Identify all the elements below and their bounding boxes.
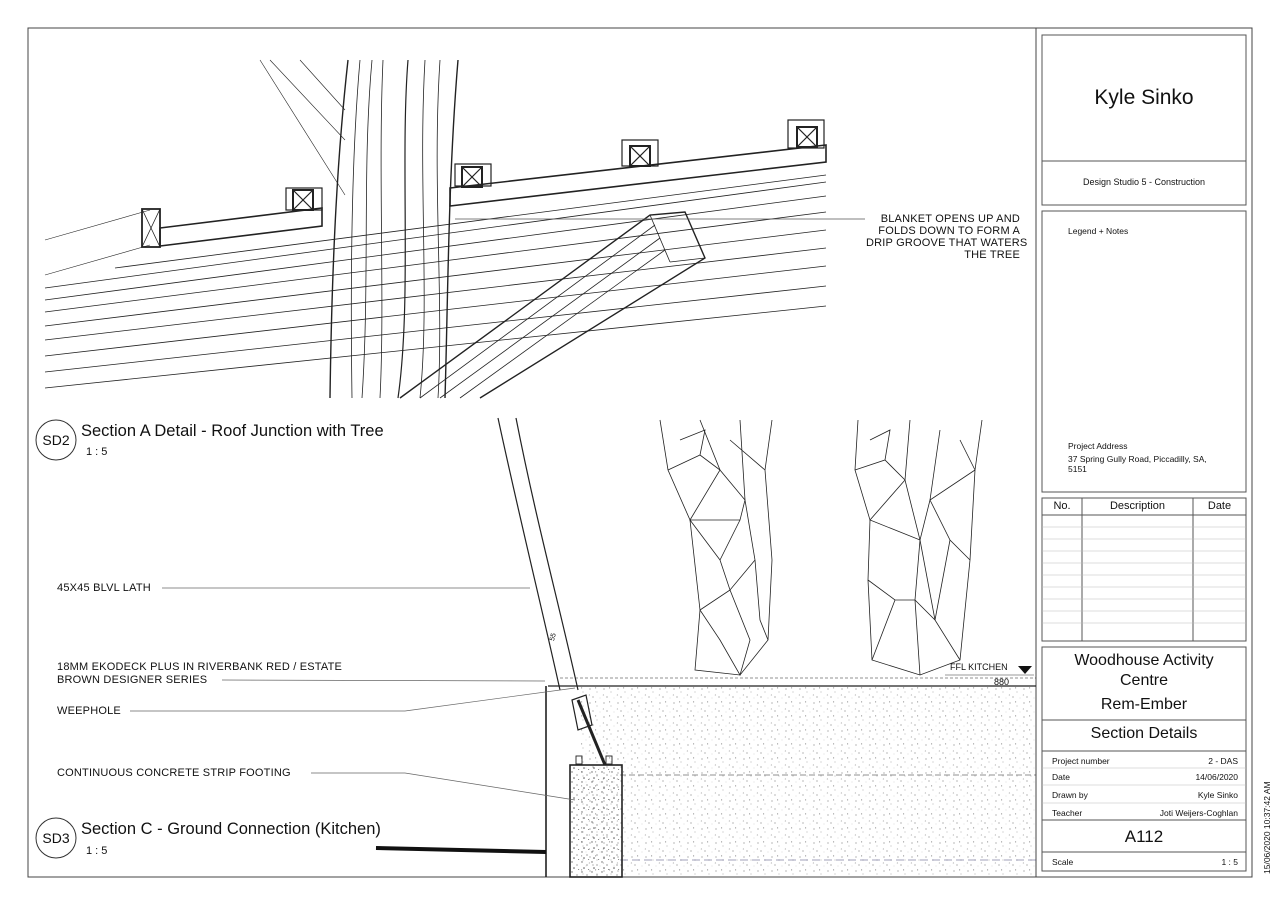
- lath-note: 45X45 BLVL LATH: [57, 582, 151, 594]
- revision-col-description: Description: [1109, 500, 1166, 512]
- field-label: Date: [1052, 772, 1070, 782]
- field-value: Joti Weijers-Coghlan: [1159, 808, 1238, 818]
- scale-value: 1 : 5: [1221, 857, 1238, 867]
- field-value: 14/06/2020: [1195, 772, 1238, 782]
- course-name: Design Studio 5 - Construction: [1082, 177, 1206, 187]
- blanket-note-line: THE TREE: [964, 249, 1020, 261]
- view-scale-sd2: 1 : 5: [86, 446, 108, 458]
- footing-note: CONTINUOUS CONCRETE STRIP FOOTING: [57, 767, 291, 779]
- blanket-note: BLANKET OPENS UP AND FOLDS DOWN TO FORM …: [866, 213, 1028, 261]
- project-name-line2: Centre: [1119, 672, 1169, 689]
- sheet-title: Section Details: [1090, 725, 1198, 742]
- view-tag-sd2: SD2: [42, 432, 70, 448]
- blanket-note-line: BLANKET OPENS UP AND: [880, 213, 1020, 225]
- scale-label: Scale: [1052, 857, 1074, 867]
- revision-col-no: No.: [1053, 500, 1071, 512]
- field-label: Drawn by: [1052, 790, 1088, 800]
- field-label: Teacher: [1052, 808, 1083, 818]
- roof-detail-drawing: [44, 59, 827, 399]
- address-line: 37 Spring Gully Road, Piccadilly, SA,: [1068, 454, 1207, 464]
- view-title-sd2: Section A Detail - Roof Junction with Tr…: [81, 422, 384, 440]
- view-title-sd3: Section C - Ground Connection (Kitchen): [81, 820, 381, 838]
- decking-note-line1: 18MM EKODECK PLUS IN RIVERBANK RED / EST…: [57, 661, 343, 673]
- author-name: Kyle Sinko: [1094, 86, 1194, 109]
- revision-col-date: Date: [1207, 500, 1232, 512]
- view-tag-sd3: SD3: [42, 830, 70, 846]
- legend-heading: Legend + Notes: [1068, 226, 1129, 236]
- address-label: Project Address: [1068, 441, 1128, 451]
- decking-note-line2: BROWN DESIGNER SERIES: [57, 674, 208, 686]
- blanket-note-line: FOLDS DOWN TO FORM A: [878, 225, 1020, 237]
- ground-detail-drawing: [375, 417, 1036, 878]
- ffl-label: FFL KITCHEN: [950, 662, 1008, 672]
- ffl-level: 880: [994, 677, 1010, 687]
- revision-rows: [1042, 526, 1246, 804]
- weephole-note: WEEPHOLE: [57, 705, 121, 717]
- address-line: 5151: [1068, 464, 1087, 474]
- project-name-line1: Woodhouse Activity: [1074, 652, 1214, 669]
- view-scale-sd3: 1 : 5: [86, 845, 108, 857]
- field-label: Project number: [1052, 756, 1110, 766]
- field-value: 2 - DAS: [1208, 756, 1238, 766]
- field-value: Kyle Sinko: [1197, 790, 1238, 800]
- blanket-note-line: DRIP GROOVE THAT WATERS: [866, 237, 1028, 249]
- project-subtitle: Rem-Ember: [1100, 696, 1188, 713]
- sheet-number: A112: [1124, 827, 1164, 846]
- print-timestamp: 15/06/2020 10:37:42 AM: [1262, 781, 1272, 874]
